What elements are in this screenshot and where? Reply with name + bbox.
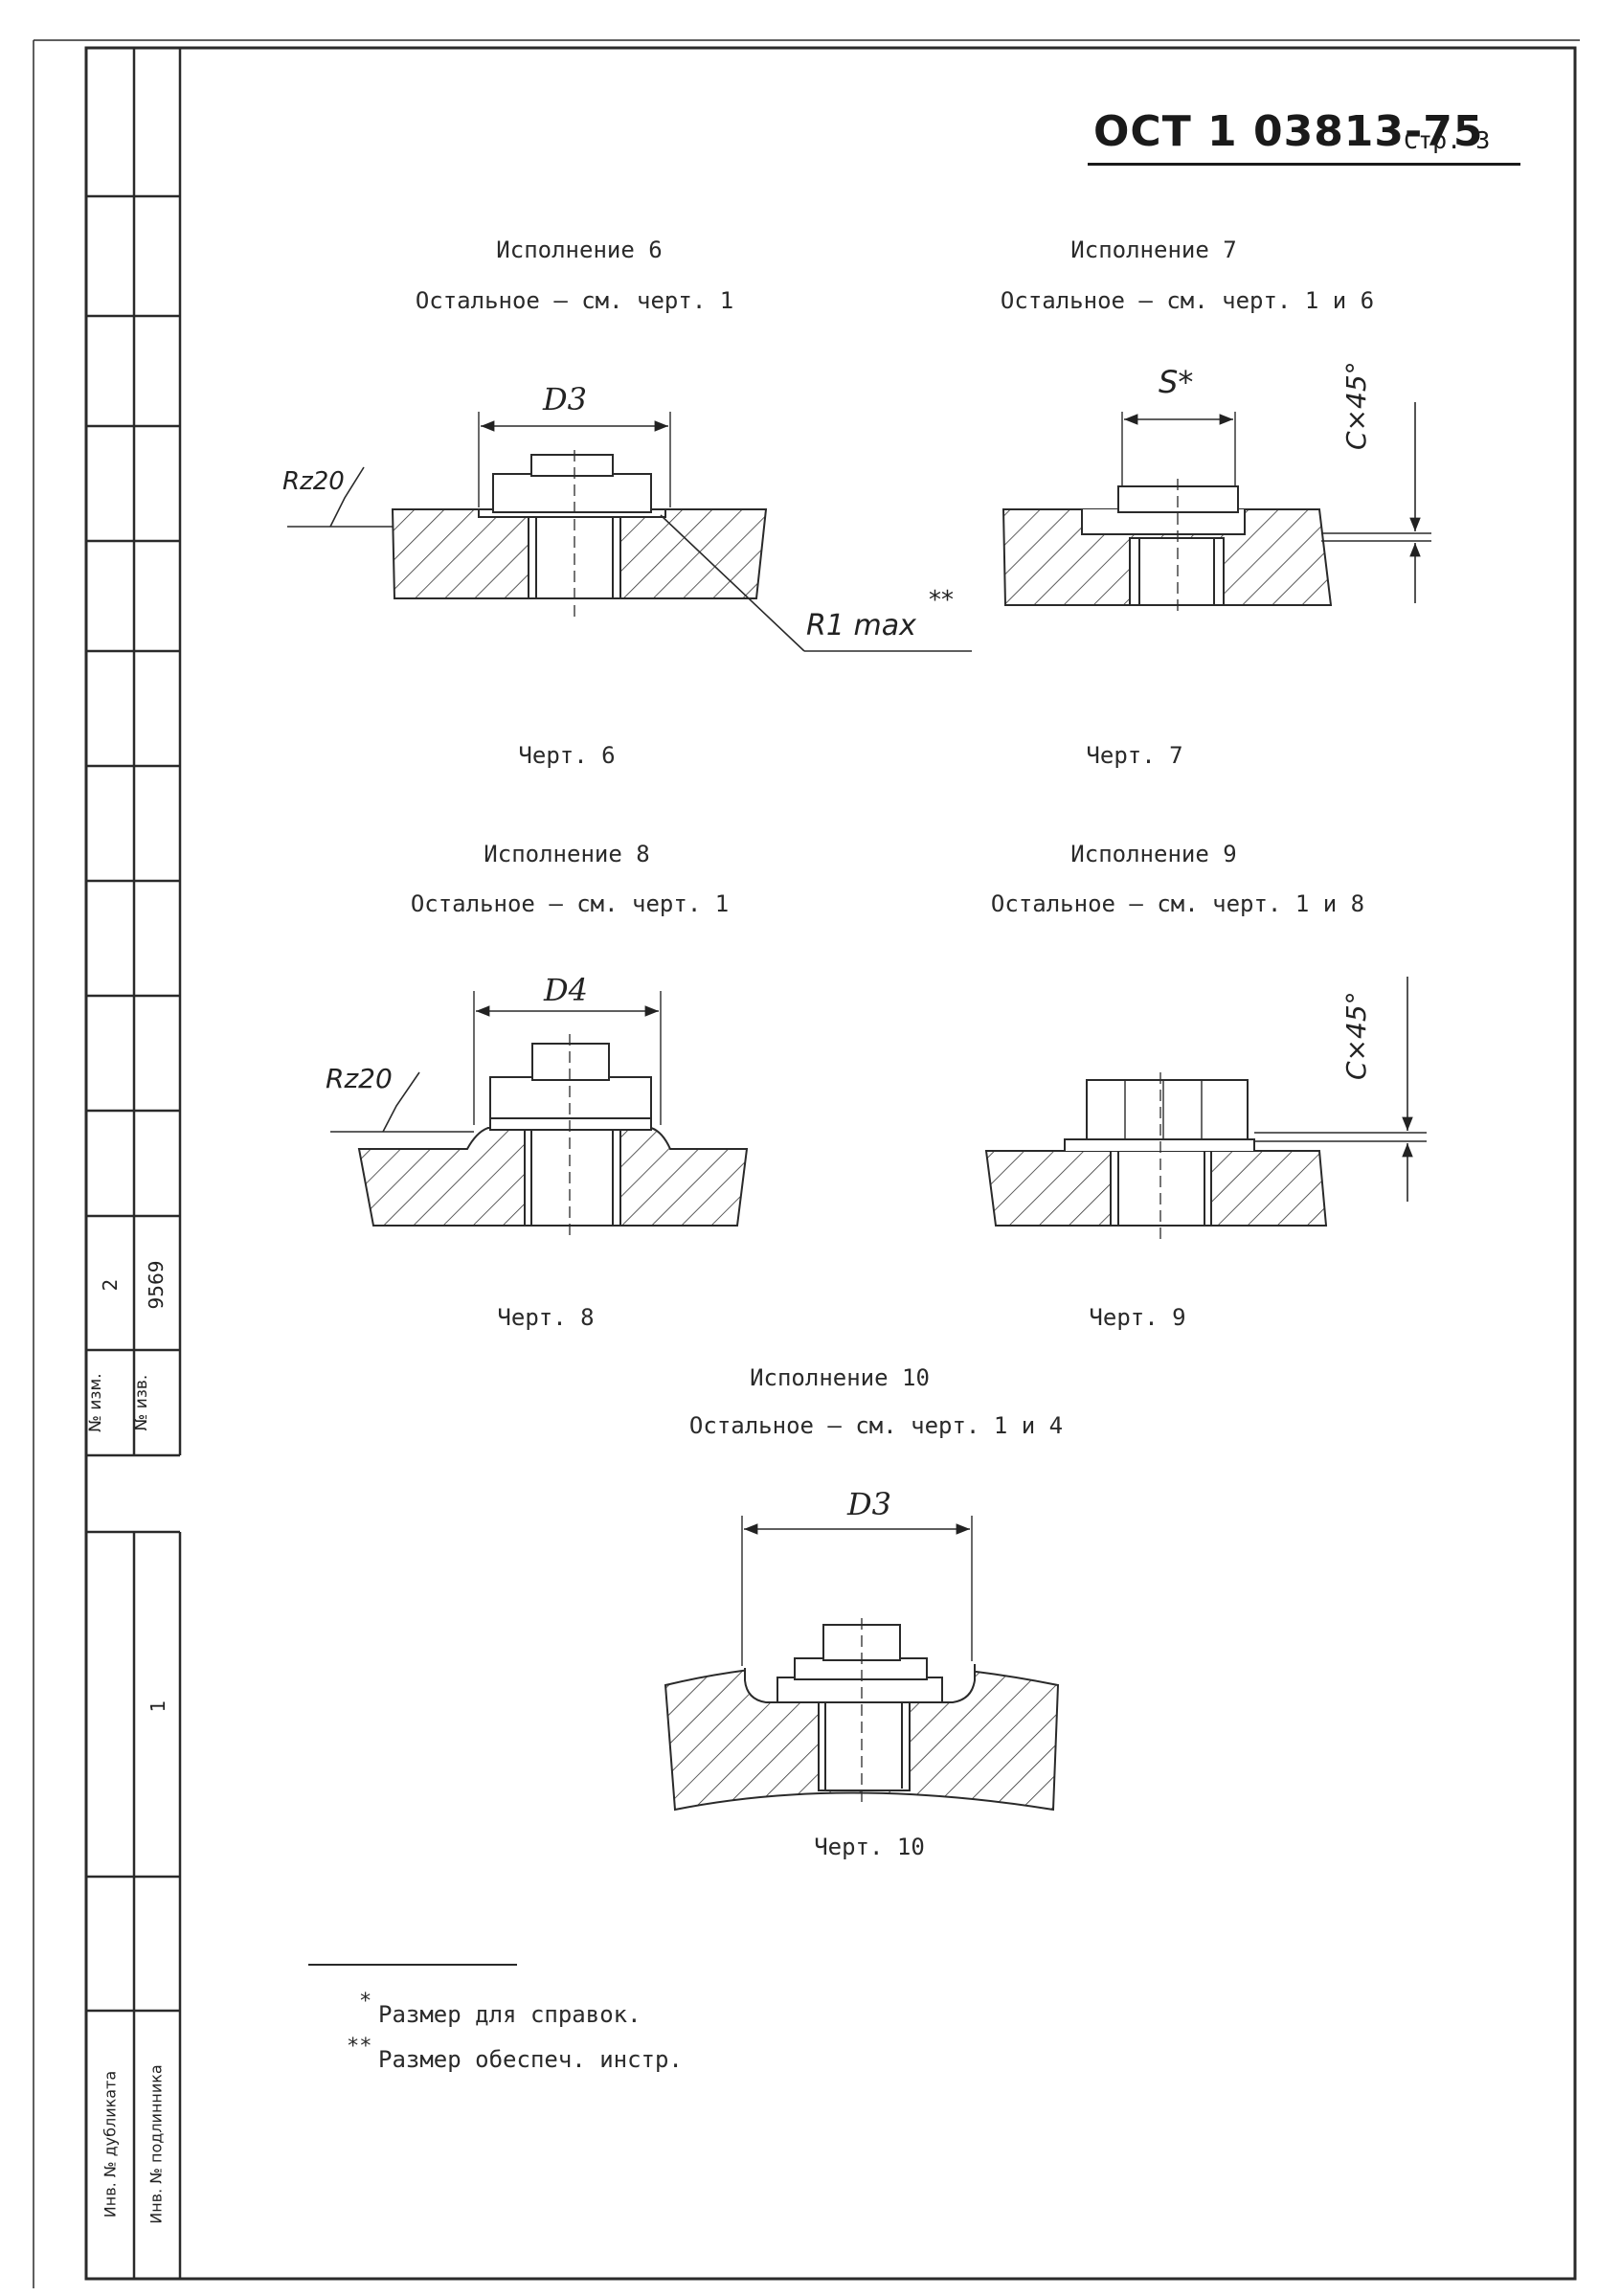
sidebar-notice-no-label: № изв. (132, 1374, 151, 1431)
fig6-title: Исполнение 6 (496, 236, 663, 263)
sidebar-table (84, 48, 182, 2279)
footnote-1-text: Размер для справок. (378, 2001, 641, 2028)
fig6-caption: Черт. 6 (518, 742, 616, 769)
fig6-radius-mark: ** (929, 586, 954, 615)
fig8-title: Исполнение 8 (484, 841, 650, 867)
fig9-subtitle: Остальное – см. черт. 1 и 8 (990, 890, 1365, 917)
sidebar-change-no-value: 2 (99, 1278, 122, 1292)
footnote-2-text: Размер обеспеч. инстр. (378, 2046, 683, 2073)
fig7-dim-label: S* (1159, 364, 1194, 400)
fig10-title: Исполнение 10 (750, 1364, 930, 1391)
header-underline (1088, 163, 1520, 166)
sidebar-notice-no-value: 9569 (145, 1260, 168, 1310)
fig6-subtitle: Остальное – см. черт. 1 (415, 287, 734, 314)
fig9-title: Исполнение 9 (1070, 841, 1237, 867)
fig8-subtitle: Остальное – см. черт. 1 (410, 890, 730, 917)
fig7-title: Исполнение 7 (1070, 236, 1237, 263)
fig7-chamfer-label: C×45° (1340, 361, 1372, 450)
footnote-2-mark: ** (347, 2035, 372, 2059)
fig7-subtitle: Остальное – см. черт. 1 и 6 (1000, 287, 1375, 314)
drawing-fig10 (664, 1516, 1060, 1812)
fig10-caption: Черт. 10 (814, 1834, 925, 1860)
fig9-caption: Черт. 9 (1089, 1304, 1186, 1331)
standard-code: ОСТ 1 03813-75 (1093, 107, 1484, 156)
sidebar-change-no-label: № изм. (86, 1373, 105, 1432)
sidebar-inv-value: 1 (146, 1699, 169, 1713)
fig7-caption: Черт. 7 (1086, 742, 1183, 769)
fig8-rough-label: Rz20 (326, 1063, 393, 1094)
fig6-rough-label: Rz20 (282, 467, 345, 496)
drawing-fig7 (1002, 402, 1431, 613)
footnote-1-mark: * (359, 1990, 372, 2014)
sidebar-orig-label: Инв. № подлинника (146, 2064, 166, 2224)
fig10-subtitle: Остальное – см. черт. 1 и 4 (688, 1412, 1064, 1439)
fig6-dim-label: D3 (543, 381, 588, 417)
fig6-radius-label: R1 max (806, 609, 916, 642)
drawing-fig8 (330, 991, 749, 1240)
page-label: Стр. 3 (1404, 126, 1491, 154)
fig10-dim-label: D3 (847, 1486, 892, 1522)
sidebar-dup-label: Инв. № дубликата (101, 2070, 120, 2218)
fig8-dim-label: D4 (544, 972, 589, 1008)
drawing-fig9 (984, 977, 1427, 1240)
drawing-fig6 (287, 412, 972, 652)
fig8-caption: Черт. 8 (497, 1304, 595, 1331)
fig9-chamfer-label: C×45° (1340, 991, 1372, 1080)
